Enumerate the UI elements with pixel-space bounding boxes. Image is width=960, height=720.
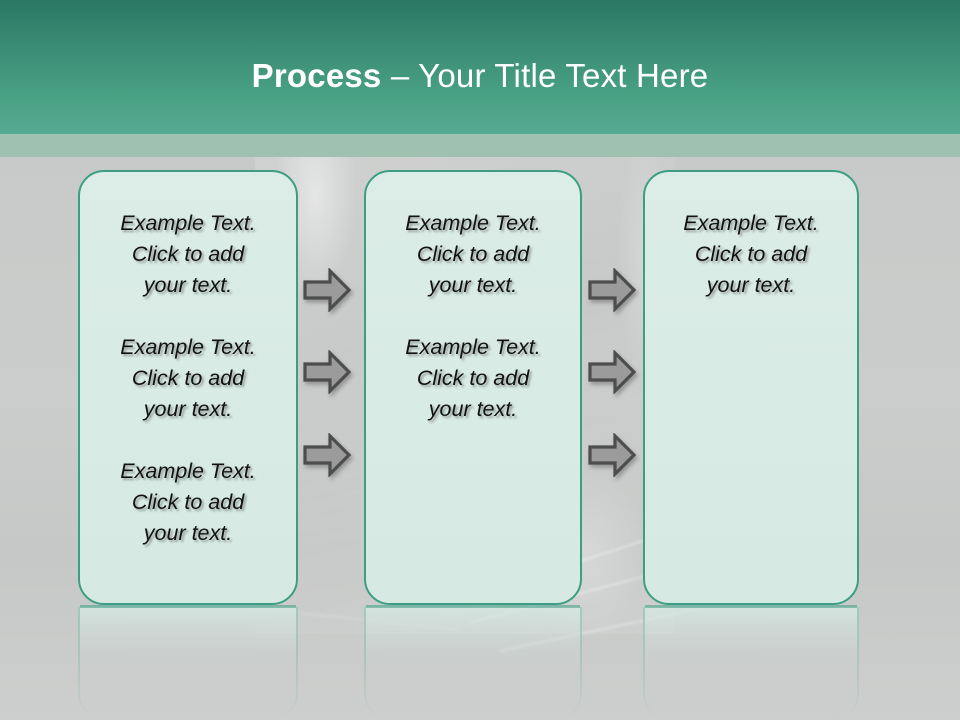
stage-1-paragraph-2[interactable]: Example Text. Click to add your text. [120, 335, 256, 421]
arrow-right-icon[interactable] [303, 433, 351, 477]
stage-1-reflection-edge [80, 605, 296, 608]
stage-3-reflection [643, 607, 859, 720]
arrow-right-icon[interactable] [588, 268, 636, 312]
stage-1-paragraph-3[interactable]: Example Text. Click to add your text. [120, 459, 256, 545]
slide-header [0, 0, 960, 134]
process-stage-2[interactable]: Example Text. Click to add your text. Ex… [364, 170, 582, 605]
stage-2-paragraph-1[interactable]: Example Text. Click to add your text. [405, 211, 541, 297]
stage-1-reflection [78, 607, 298, 720]
page-title-emphasis: Process [251, 57, 382, 94]
header-accent-band [0, 134, 960, 157]
arrow-right-icon[interactable] [303, 350, 351, 394]
arrow-right-icon[interactable] [588, 350, 636, 394]
page-title-rest: – Your Title Text Here [381, 57, 709, 94]
stage-1-paragraph-1[interactable]: Example Text. Click to add your text. [120, 211, 256, 297]
process-stage-3[interactable]: Example Text. Click to add your text. [643, 170, 859, 605]
arrow-right-icon[interactable] [303, 268, 351, 312]
arrow-right-icon[interactable] [588, 433, 636, 477]
stage-3-paragraph-1[interactable]: Example Text. Click to add your text. [683, 211, 819, 297]
process-stage-1[interactable]: Example Text. Click to add your text. Ex… [78, 170, 298, 605]
stage-3-reflection-edge [645, 605, 857, 608]
stage-2-reflection-edge [366, 605, 580, 608]
stage-1-body: Example Text. Click to add your text. Ex… [88, 208, 288, 549]
stage-2-body: Example Text. Click to add your text. Ex… [374, 208, 572, 425]
stage-2-paragraph-2[interactable]: Example Text. Click to add your text. [405, 335, 541, 421]
stage-2-reflection [364, 607, 582, 720]
page-title: Process – Your Title Text Here [0, 55, 960, 97]
stage-3-body: Example Text. Click to add your text. [653, 208, 849, 301]
